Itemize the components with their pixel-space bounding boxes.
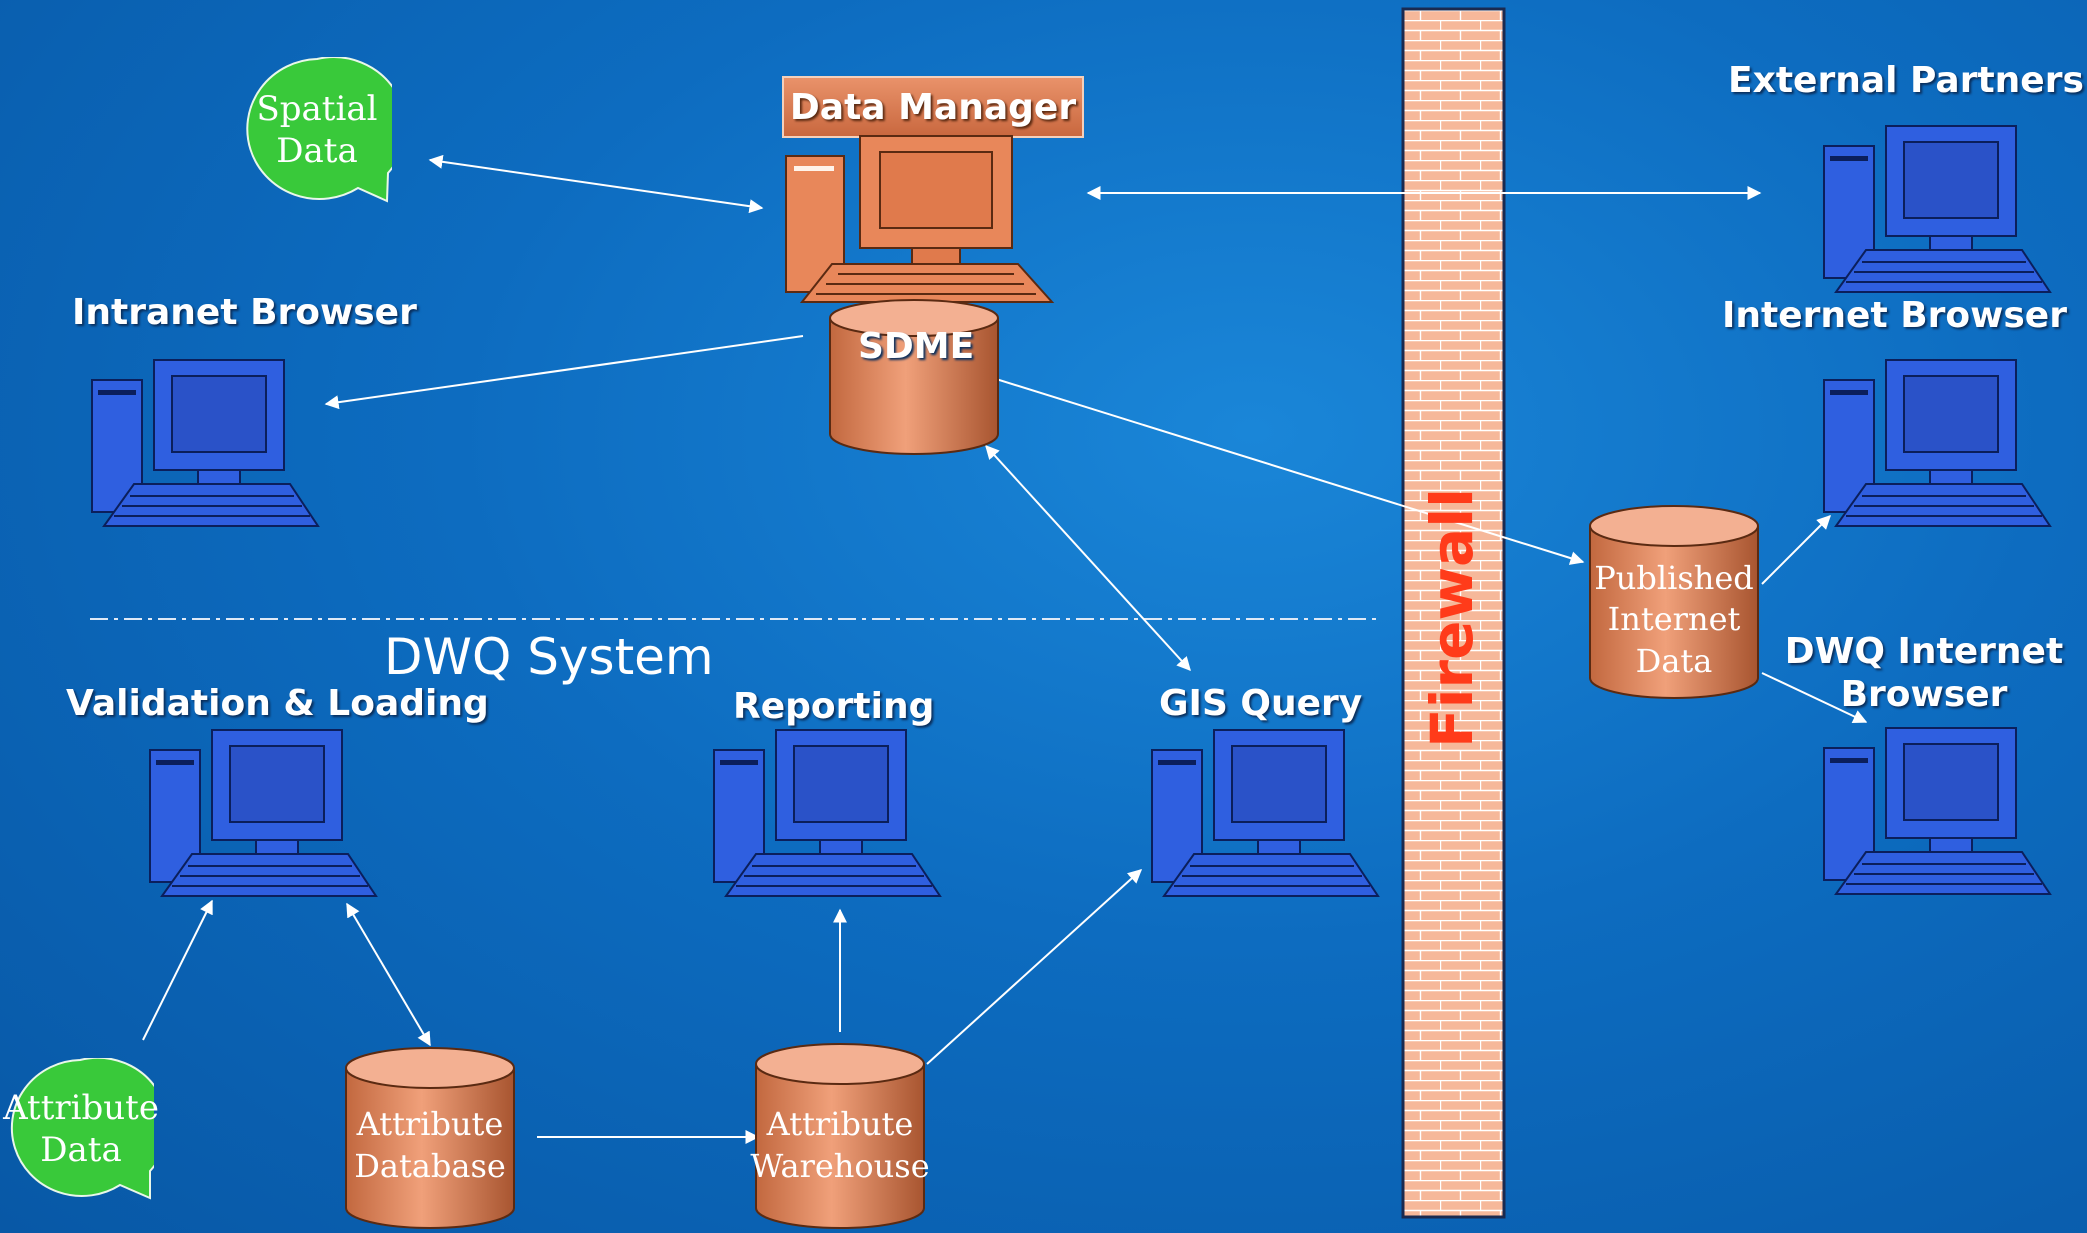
attribute-data-line1: Attribute — [3, 1087, 159, 1128]
spatial-data-line1: Spatial — [256, 88, 378, 129]
sdme-to-gis-arrow — [985, 444, 1191, 672]
attribute-data-bubble: Attribute Data — [3, 1058, 159, 1200]
attr-db-line1: Attribute — [356, 1105, 504, 1144]
internet-browser-computer-icon — [1823, 359, 2052, 527]
warehouse-to-gis-arrow — [926, 869, 1143, 1065]
attribute-warehouse: Attribute Warehouse — [750, 1042, 930, 1230]
sdme-label: SDME — [858, 326, 975, 367]
dwq-internet-browser-line2: Browser — [1840, 674, 2008, 716]
published-to-internet-arrow — [1761, 515, 1831, 585]
published-line3: Data — [1635, 641, 1713, 680]
validation-to-attrdb-arrow — [346, 902, 431, 1047]
attribute-to-validation-arrow — [142, 899, 213, 1041]
sdme-to-published-arrow — [979, 373, 1585, 565]
validation-loading-label: Validation & Loading — [66, 683, 489, 724]
published-line2: Internet — [1607, 600, 1741, 639]
intranet-browser-label: Intranet Browser — [72, 292, 417, 333]
sdme-database — [828, 298, 1000, 456]
reporting-computer-icon — [713, 729, 942, 897]
firewall-label: Firewall — [1418, 488, 1486, 748]
attr-wh-line1: Attribute — [766, 1105, 914, 1144]
firewall-wall — [1401, 7, 1506, 1219]
intranet-browser-computer-icon — [91, 359, 320, 527]
dwq-internet-browser-computer-icon — [1823, 727, 2052, 895]
external-partners-label: External Partners — [1728, 60, 2084, 101]
gis-query-computer-icon — [1151, 729, 1380, 897]
external-partners-computer-icon — [1823, 125, 2052, 293]
spatial-data-line2: Data — [276, 131, 358, 171]
attr-wh-line2: Warehouse — [750, 1147, 930, 1185]
validation-loading-computer-icon — [149, 729, 378, 897]
data-manager-label: Data Manager — [782, 76, 1084, 138]
published-internet-data-database: Published Internet Data — [1588, 504, 1760, 700]
attr-db-line2: Database — [354, 1147, 506, 1185]
published-line1: Published — [1594, 558, 1754, 597]
sdme-to-intranet-arrow — [324, 335, 804, 410]
dwq-internet-browser-label: DWQ Internet Browser — [1774, 630, 2074, 716]
internet-browser-label: Internet Browser — [1722, 295, 2067, 336]
dwq-internet-browser-line1: DWQ Internet — [1784, 631, 2064, 672]
dwq-system-label: DWQ System — [384, 628, 714, 686]
spatial-to-datamanager-arrow — [428, 154, 764, 214]
attribute-data-line2: Data — [40, 1130, 122, 1170]
gis-query-label: GIS Query — [1159, 683, 1363, 724]
reporting-label: Reporting — [733, 686, 935, 727]
data-manager-computer-icon — [785, 135, 1055, 303]
attribute-database: Attribute Database — [344, 1046, 516, 1230]
spatial-data-bubble: Spatial Data — [242, 57, 392, 203]
published-to-dwq-browser-arrow — [1761, 672, 1868, 723]
